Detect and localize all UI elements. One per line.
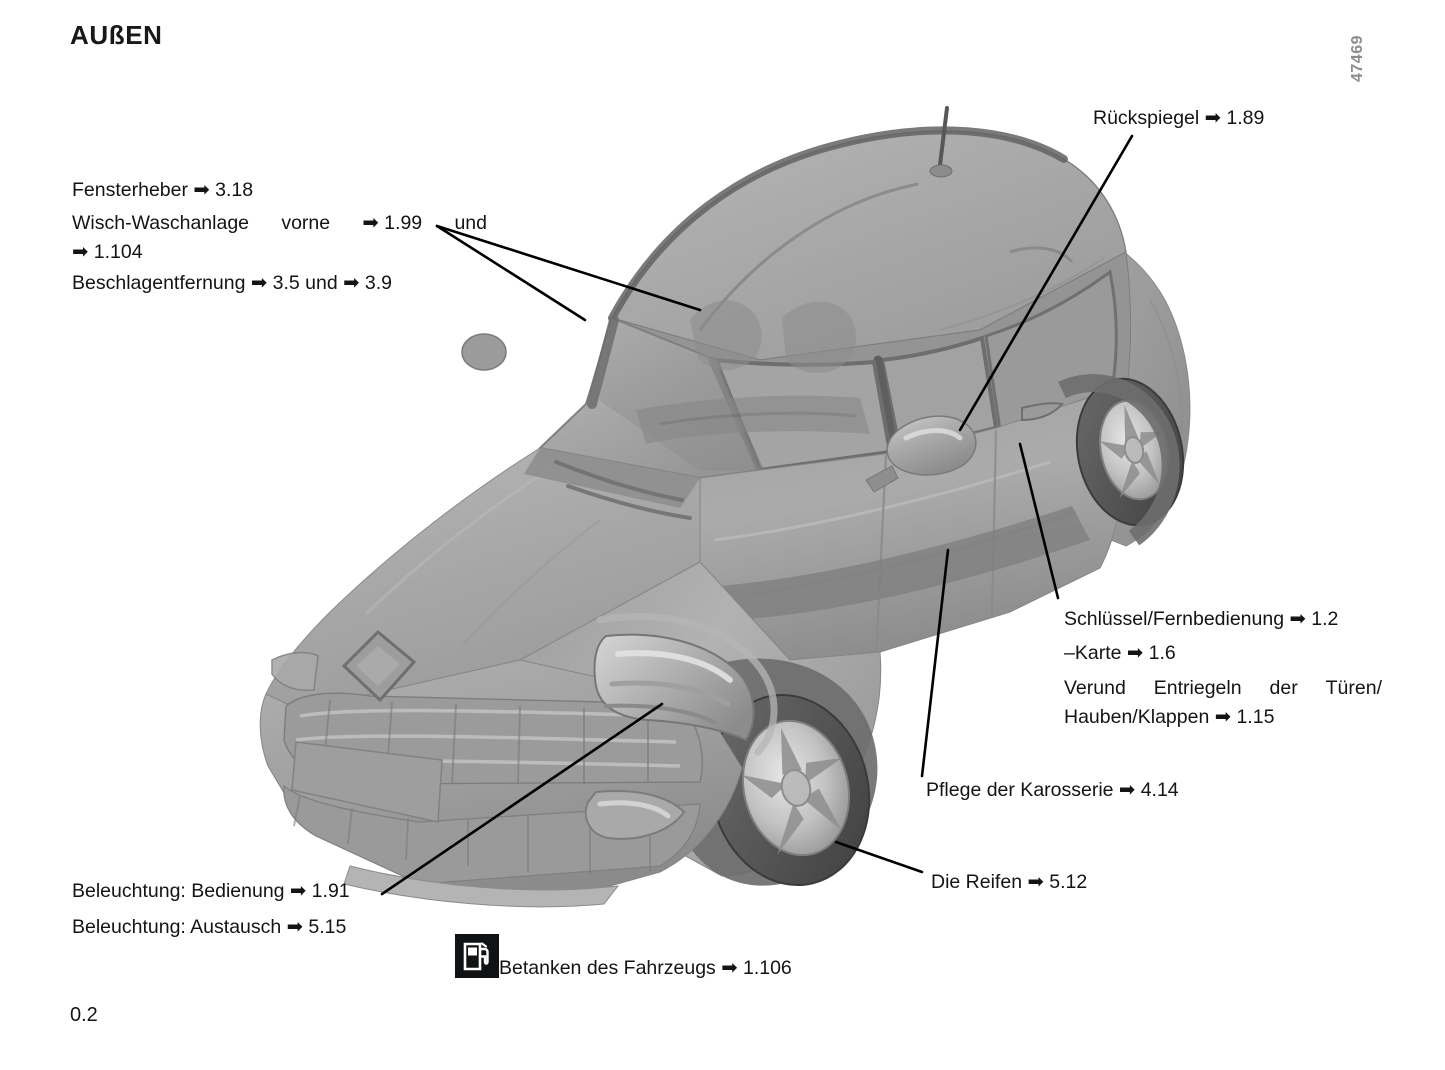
leader-line-schluessel: [1018, 442, 1060, 600]
callout-betanken: Betanken des Fahrzeugs ➡ 1.106: [499, 954, 792, 983]
callout-ver-word-3: der: [1269, 677, 1298, 699]
callout-wisch-line-1: Wisch-Waschanlage vorne ➡ 1.99 und: [72, 209, 487, 238]
callout-wisch-line-2: ➡ 1.104: [72, 241, 143, 264]
roof-antenna: [929, 106, 953, 178]
side-mirror: [865, 415, 977, 493]
callout-pflege-karosserie: Pflege der Karosserie ➡ 4.14: [926, 776, 1179, 805]
leader-line-rueckspiegel: [958, 134, 1134, 432]
leader-line-reifen: [834, 840, 924, 874]
door-handles: [904, 402, 1064, 458]
callout-betanken-text: Betanken des Fahrzeugs ➡ 1.106: [499, 957, 792, 979]
rear-wheel: [1075, 377, 1185, 527]
headlight-assembly: [593, 633, 755, 742]
callout-beschlagentfernung-text: Beschlagentfernung ➡ 3.5 und ➡ 3.9: [72, 272, 392, 294]
front-wheel: [709, 693, 871, 887]
callout-ver-word-4: Türen/: [1325, 677, 1382, 699]
callout-beleuchtung-bedienung-text: Beleuchtung: Bedienung ➡ 1.91: [72, 880, 350, 902]
figure-reference-code: 47469: [1349, 35, 1366, 82]
callout-rueckspiegel: Rückspiegel ➡ 1.89: [1093, 104, 1264, 133]
callout-beleuchtung-austausch: Beleuchtung: Austausch ➡ 5.15: [72, 913, 346, 942]
callout-ver-entriegeln-line-1: Verund Entriegeln der Türen/: [1064, 674, 1382, 703]
callout-rueckspiegel-text: Rückspiegel ➡ 1.89: [1093, 107, 1265, 129]
callout-fensterheber-text: Fensterheber ➡ 3.18: [72, 179, 254, 201]
callout-wisch-word-4: und: [454, 212, 487, 234]
callout-wisch-word-3: ➡ 1.99: [362, 212, 423, 234]
callout-pflege-text: Pflege der Karosserie ➡ 4.14: [926, 779, 1179, 801]
callout-karte-text: –Karte ➡ 1.6: [1064, 642, 1176, 664]
callout-ver-word-1: Verund: [1064, 677, 1126, 699]
brand-logo: [341, 629, 417, 703]
callout-ver-entriegeln: Verund Entriegeln der Türen/ Hauben/Klap…: [1064, 674, 1386, 733]
callout-fensterheber: Fensterheber ➡ 3.18: [72, 176, 253, 205]
page-number: 0.2: [70, 1004, 98, 1026]
callout-reifen-text: Die Reifen ➡ 5.12: [931, 871, 1088, 893]
leader-line-beleuchtung: [380, 702, 664, 896]
callout-wisch-word-2: vorne: [281, 212, 331, 234]
callout-karte: –Karte ➡ 1.6: [1064, 639, 1176, 668]
callout-beleuchtung-austausch-text: Beleuchtung: Austausch ➡ 5.15: [72, 916, 347, 938]
callout-die-reifen: Die Reifen ➡ 5.12: [931, 868, 1087, 897]
callout-beleuchtung-bedienung: Beleuchtung: Bedienung ➡ 1.91: [72, 877, 350, 906]
callout-schluessel-text: Schlüssel/Fernbedienung ➡ 1.2: [1064, 608, 1339, 630]
windscreen-wipers: [554, 460, 692, 520]
leader-line-pflege: [920, 548, 950, 778]
callout-ver-entriegeln-line-2: Hauben/Klappen ➡ 1.15: [1064, 706, 1275, 729]
callout-wisch-waschanlage: Wisch-Waschanlage vorne ➡ 1.99 und ➡ 1.1…: [72, 209, 502, 268]
page-title: AUßEN: [70, 20, 163, 50]
callout-ver-word-2: Entriegeln: [1153, 677, 1242, 699]
callout-schluessel-fernbedienung: Schlüssel/Fernbedienung ➡ 1.2: [1064, 605, 1338, 634]
callout-beschlagentfernung: Beschlagentfernung ➡ 3.5 und ➡ 3.9: [72, 269, 392, 298]
callout-wisch-word-1: Wisch-Waschanlage: [72, 212, 250, 234]
fuel-pump-icon: [455, 934, 499, 978]
